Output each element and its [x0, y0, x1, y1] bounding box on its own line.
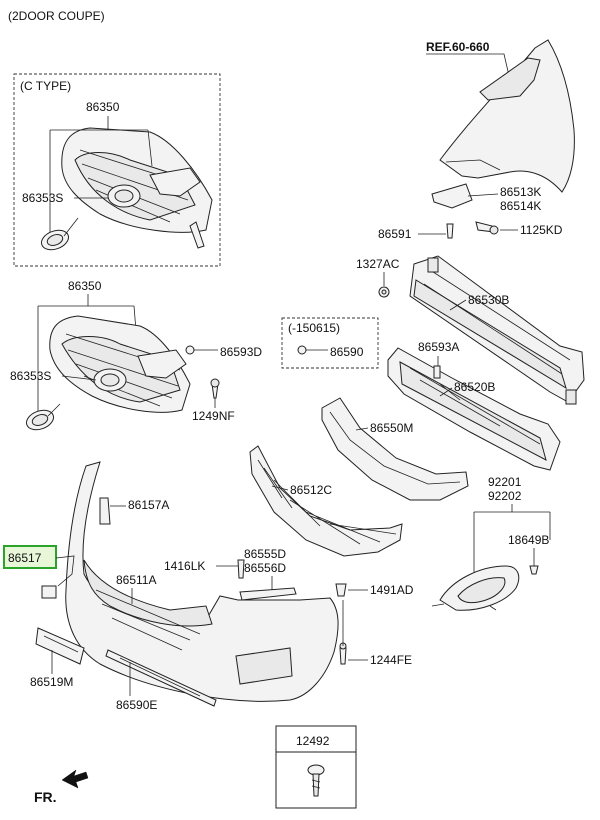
label-12492: 12492 [296, 734, 330, 748]
label-86593d: 86593D [220, 345, 262, 359]
back-beam-86530b[interactable] [409, 255, 585, 405]
diagram-title: (2DOOR COUPE) [8, 9, 105, 23]
cover-86517[interactable] [41, 585, 57, 599]
clip-86593d[interactable] [185, 345, 195, 355]
label-86590: 86590 [330, 345, 364, 359]
screw-1416lk[interactable] [237, 559, 245, 579]
radiator-grille[interactable] [49, 315, 191, 413]
label-fr: FR. [34, 789, 57, 805]
label-150615: (-150615) [288, 321, 340, 335]
fender-liner-bracket[interactable] [431, 183, 473, 209]
label-92202: 92202 [488, 489, 522, 503]
label-18649b: 18649B [508, 533, 549, 547]
label-86555d: 86555D [244, 547, 286, 561]
label-86353s-ctype: 86353S [22, 191, 63, 205]
fog-lamp-92201[interactable] [431, 565, 520, 611]
label-1125kd: 1125KD [520, 223, 563, 237]
label-86350: 86350 [68, 279, 102, 293]
label-86593a: 86593A [418, 340, 459, 354]
label-86556d: 86556D [244, 561, 286, 575]
emblem[interactable] [24, 407, 56, 433]
screw-1249nf[interactable] [210, 378, 220, 399]
c-type-label: (C TYPE) [20, 79, 71, 93]
label-86520b: 86520B [454, 380, 495, 394]
trim-86555d[interactable] [239, 587, 297, 601]
label-1491ad: 1491AD [370, 583, 414, 597]
plate-86519m[interactable] [35, 627, 85, 665]
clip-86591[interactable] [446, 223, 454, 239]
c-type-box [13, 73, 221, 267]
emblem-c-type[interactable] [39, 227, 71, 253]
bumper-cover-86511a[interactable] [65, 461, 339, 702]
label-86550m: 86550M [370, 421, 413, 435]
label-86513k: 86513K [500, 185, 541, 199]
front-arrow-icon [61, 769, 89, 789]
variant-box-150615 [281, 317, 379, 369]
strip-86590e[interactable] [105, 649, 217, 707]
label-ref-60-660[interactable]: REF.60-660 [426, 40, 490, 54]
label-1249nf: 1249NF [192, 409, 235, 423]
label-86353s: 86353S [10, 369, 51, 383]
clip-86590[interactable] [297, 345, 307, 355]
clip-86593a[interactable] [433, 365, 441, 379]
label-86512c: 86512C [290, 483, 332, 497]
label-86591: 86591 [378, 227, 412, 241]
label-1327ac: 1327AC [356, 257, 400, 271]
highlight-86517[interactable] [3, 545, 57, 569]
label-92201: 92201 [488, 475, 522, 489]
screw-1125kd[interactable] [475, 221, 499, 235]
label-1244fe: 1244FE [370, 653, 412, 667]
fender[interactable] [439, 39, 575, 193]
label-86511a: 86511A [116, 573, 156, 587]
lower-lip-86550m[interactable] [321, 397, 469, 501]
lower-grille-86512c[interactable] [249, 445, 403, 557]
label-86157a: 86157A [128, 498, 169, 512]
screw-12492[interactable] [307, 764, 325, 797]
nut-1327ac[interactable] [378, 286, 390, 298]
screw-18649b[interactable] [529, 565, 539, 575]
label-1416lk: 1416LK [164, 559, 205, 573]
radiator-grille-c-type[interactable] [61, 127, 213, 249]
label-86530b: 86530B [468, 293, 509, 307]
clip-1491ad[interactable] [335, 583, 347, 597]
label-86514k: 86514K [500, 199, 541, 213]
label-86517[interactable]: 86517 [8, 551, 42, 565]
energy-absorber-86520b[interactable] [387, 347, 561, 471]
label-86350-ctype: 86350 [86, 100, 120, 114]
label-86590e: 86590E [116, 698, 157, 712]
bracket-86157a[interactable] [99, 497, 111, 525]
label-86519m: 86519M [30, 675, 73, 689]
screw-1244fe[interactable] [339, 642, 347, 665]
